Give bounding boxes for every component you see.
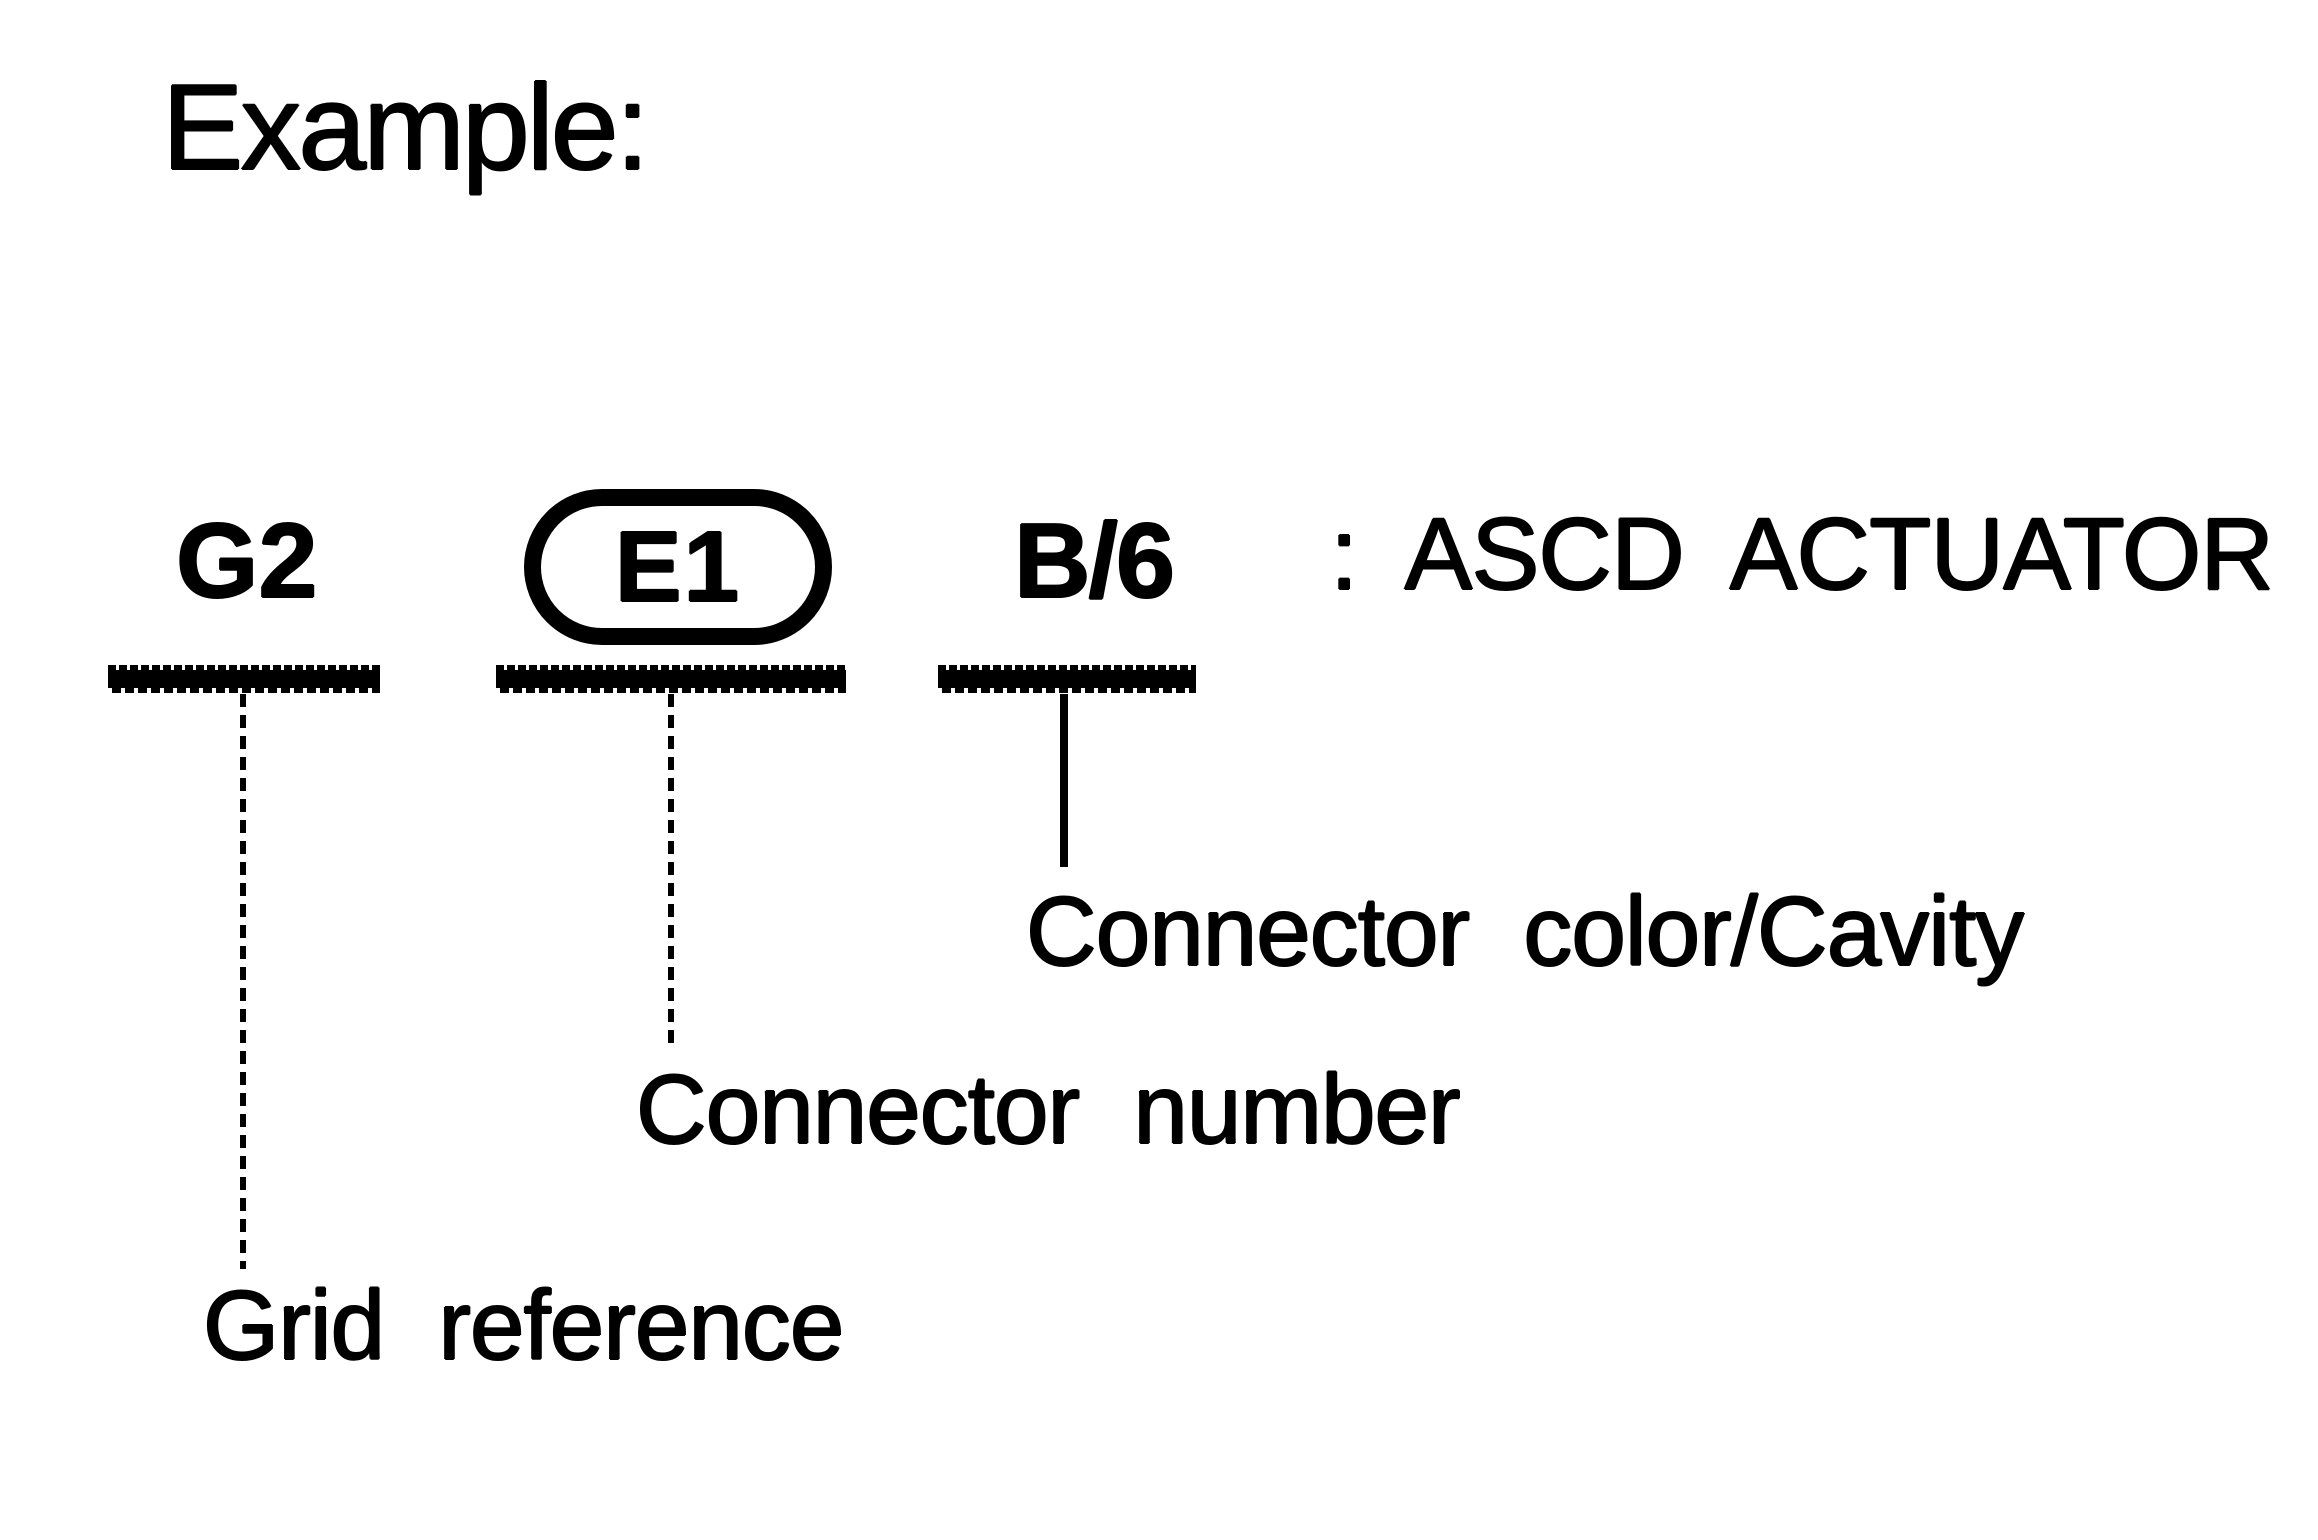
underline-grid-reference: [108, 665, 380, 693]
colon-separator: :: [1330, 497, 1359, 611]
connector-color-cavity-code: B/6: [1014, 502, 1175, 620]
device-name-row: : ASCD ACTUATOR: [1330, 497, 2274, 611]
device-name: ASCD ACTUATOR: [1404, 497, 2274, 611]
connector-color-cavity-label: Connector color/Cavity: [1026, 876, 2024, 986]
leader-line-grid-reference: [240, 694, 246, 1269]
leader-line-connector-number: [668, 694, 674, 1046]
leader-line-connector-color-cavity: [1060, 694, 1068, 867]
connector-number-code: E1: [614, 511, 742, 623]
underline-connector-color-cavity: [938, 665, 1196, 693]
grid-reference-label: Grid reference: [203, 1270, 844, 1380]
connector-number-oval: E1: [524, 489, 832, 645]
connector-number-label: Connector number: [636, 1054, 1461, 1164]
underline-connector-number: [496, 665, 846, 693]
page-title: Example:: [162, 59, 650, 195]
grid-reference-code: G2: [176, 502, 318, 620]
